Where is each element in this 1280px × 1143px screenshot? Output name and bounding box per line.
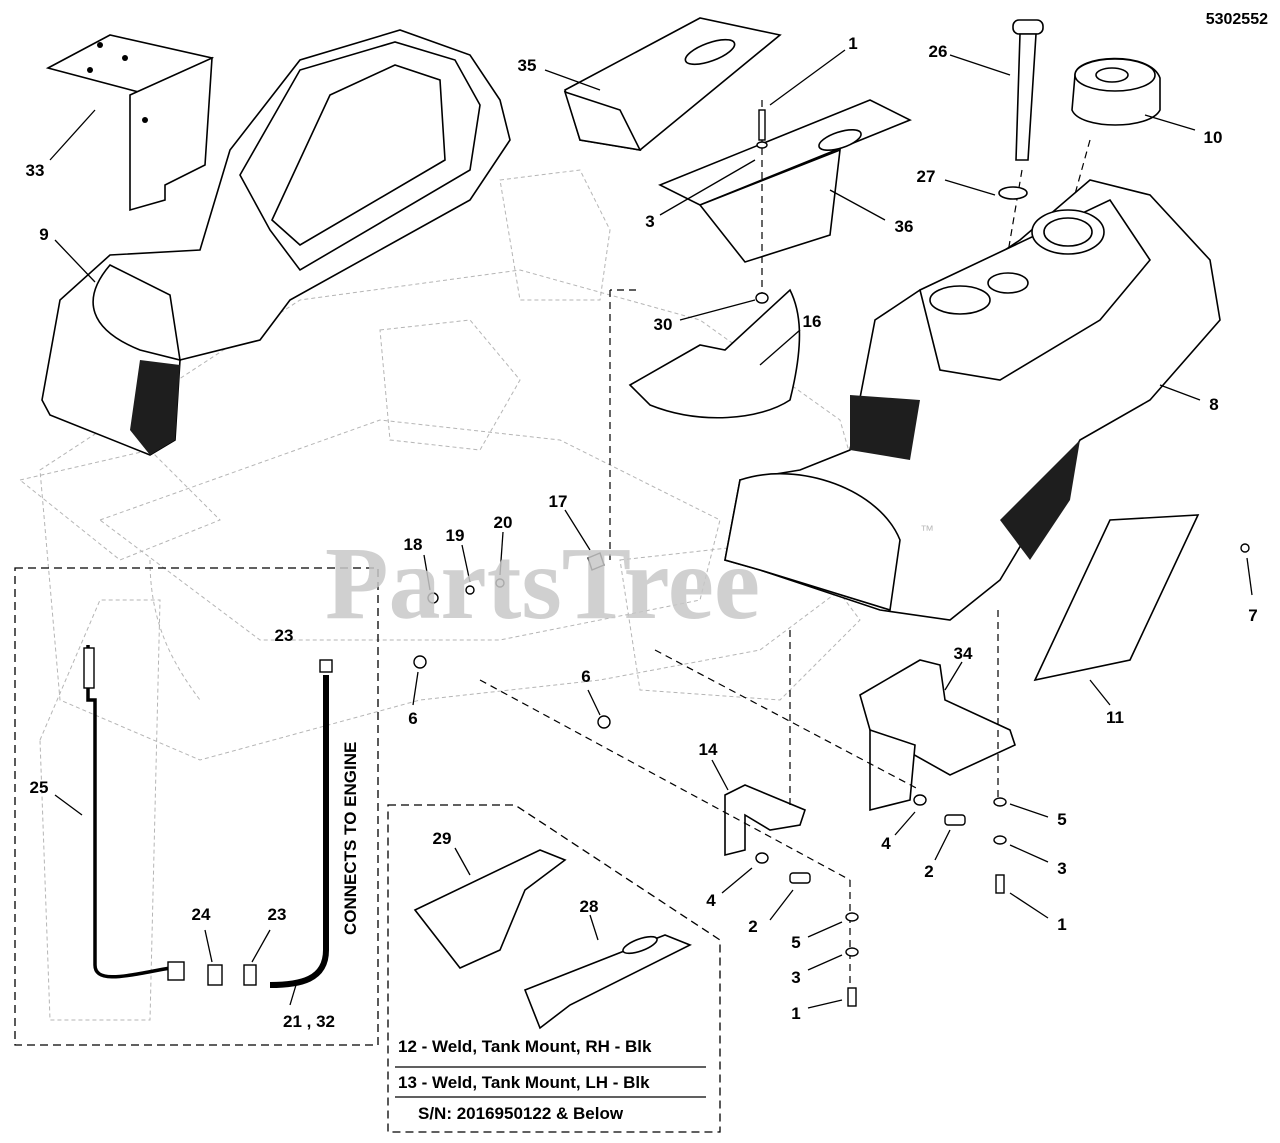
part-33-bracket — [45, 34, 215, 212]
callout-29: 29 — [433, 829, 452, 848]
callout-8: 8 — [1209, 395, 1218, 414]
part-36-cover — [658, 99, 912, 300]
callout-14: 14 — [699, 740, 718, 759]
part-8-right-fender — [724, 179, 1221, 621]
callout-36: 36 — [895, 217, 914, 236]
callout-28: 28 — [580, 897, 599, 916]
watermark-text: PartsTree — [325, 526, 760, 641]
callout-3: 3 — [645, 212, 654, 231]
part-34-bracket — [859, 610, 1016, 812]
callouts: 1 35 26 10 33 27 3 36 9 30 16 8 17 20 19… — [26, 34, 1258, 1031]
engine-connection-label: CONNECTS TO ENGINE — [341, 742, 360, 935]
callout-26: 26 — [929, 42, 948, 61]
callout-35: 35 — [518, 56, 537, 75]
callout-16: 16 — [803, 312, 822, 331]
callout-10: 10 — [1204, 128, 1223, 147]
part-16-shield — [609, 288, 801, 560]
callout-3-bottom: 3 — [791, 968, 800, 987]
drawing-number: 5302552 — [1206, 11, 1268, 28]
callout-4-right: 4 — [881, 834, 891, 853]
callout-7: 7 — [1248, 606, 1257, 625]
callout-18: 18 — [404, 535, 423, 554]
callout-4-left: 4 — [706, 891, 716, 910]
callout-34: 34 — [954, 644, 973, 663]
part-35-cover — [563, 17, 782, 152]
callout-33: 33 — [26, 161, 45, 180]
callout-30: 30 — [654, 315, 673, 334]
callout-1-right: 1 — [1057, 915, 1066, 934]
callout-11: 11 — [1106, 708, 1124, 727]
part-14-bracket — [479, 630, 921, 990]
callout-6-center: 6 — [581, 667, 590, 686]
callout-2-left: 2 — [748, 917, 757, 936]
note-weld-lh: 13 - Weld, Tank Mount, LH - Blk — [398, 1073, 650, 1092]
part-27-seal — [998, 186, 1028, 200]
callout-6-left: 6 — [408, 709, 417, 728]
callout-27: 27 — [917, 167, 936, 186]
weld-inset-box — [387, 804, 721, 1133]
callout-17: 17 — [549, 492, 568, 511]
callout-23-top: 23 — [275, 626, 294, 645]
callout-25: 25 — [30, 778, 49, 797]
callout-9: 9 — [39, 225, 48, 244]
part-11-panel — [1033, 514, 1200, 682]
note-weld-rh: 12 - Weld, Tank Mount, RH - Blk — [398, 1037, 652, 1056]
callout-5-bottom: 5 — [791, 933, 800, 952]
callout-20: 20 — [494, 513, 513, 532]
leader-lines — [49, 49, 1253, 1009]
hardware — [413, 109, 1250, 1007]
watermark: PartsTree ™ — [325, 522, 934, 641]
part-10-fuel-cap — [1064, 57, 1161, 231]
callout-19: 19 — [446, 526, 465, 545]
watermark-tm: ™ — [920, 522, 934, 538]
note-serial-range: S/N: 2016950122 & Below — [418, 1104, 624, 1123]
callout-21-32: 21 , 32 — [283, 1012, 335, 1031]
callout-24: 24 — [192, 905, 211, 924]
callout-23-bottom: 23 — [268, 905, 287, 924]
part-26-dipstick — [1004, 19, 1044, 271]
callout-1-bottom: 1 — [791, 1004, 800, 1023]
callout-5-right: 5 — [1057, 810, 1066, 829]
callout-2-right: 2 — [924, 862, 933, 881]
part-9-left-fender — [41, 29, 511, 456]
callout-3-right: 3 — [1057, 859, 1066, 878]
fuel-line-box — [14, 567, 379, 1046]
callout-1: 1 — [848, 34, 857, 53]
